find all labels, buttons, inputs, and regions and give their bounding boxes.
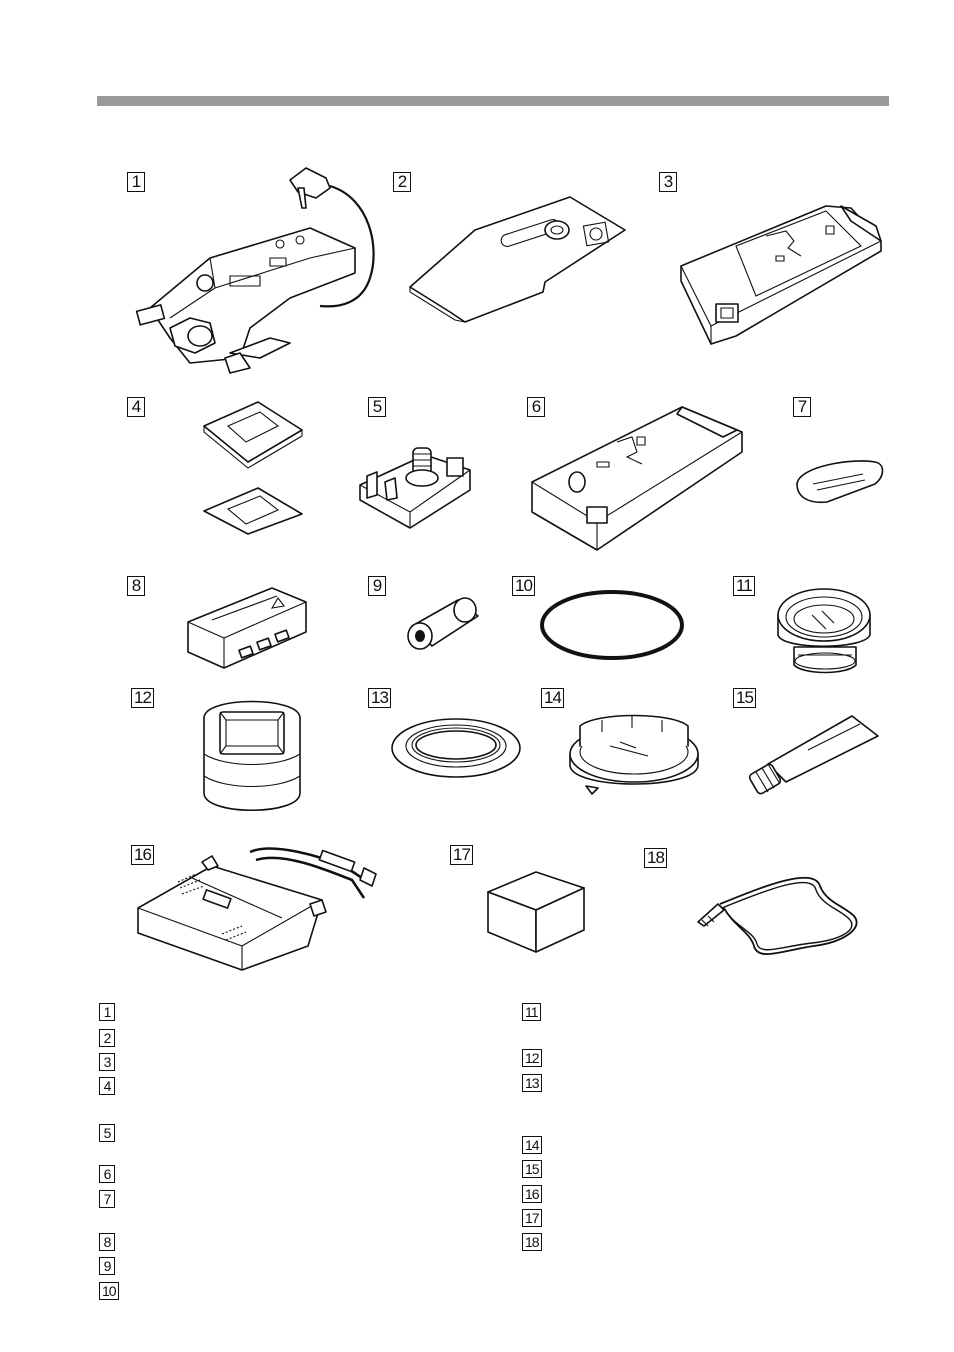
list-right-12: 12 <box>522 1049 542 1067</box>
label-16: 16 <box>131 845 154 865</box>
label-17: 17 <box>450 845 473 865</box>
label-5: 5 <box>368 397 386 417</box>
label-6: 6 <box>527 397 545 417</box>
list-left-7: 7 <box>99 1190 115 1208</box>
list-left-9: 9 <box>99 1257 115 1275</box>
part-7-slide-piece-illustration <box>793 456 888 504</box>
list-left-2: 2 <box>99 1029 115 1047</box>
part-4-pads-illustration <box>198 396 308 536</box>
list-right-15: 15 <box>522 1160 542 1178</box>
list-left-8: 8 <box>99 1233 115 1251</box>
part-5-shoe-illustration <box>355 440 480 532</box>
label-15: 15 <box>733 688 756 708</box>
list-left-4: 4 <box>99 1077 115 1095</box>
part-18-cord-illustration <box>694 866 864 964</box>
label-10: 10 <box>512 576 535 596</box>
part-10-band-illustration <box>536 588 688 666</box>
label-8: 8 <box>127 576 145 596</box>
list-right-18: 18 <box>522 1233 542 1251</box>
label-4: 4 <box>127 397 145 417</box>
label-12: 12 <box>131 688 154 708</box>
list-right-17: 17 <box>522 1209 542 1227</box>
list-right-11: 11 <box>522 1003 541 1021</box>
list-right-14: 14 <box>522 1136 542 1154</box>
list-right-16: 16 <box>522 1185 542 1203</box>
label-14: 14 <box>541 688 564 708</box>
part-11-lens-illustration <box>774 585 874 677</box>
list-left-3: 3 <box>99 1053 115 1071</box>
label-9: 9 <box>368 576 386 596</box>
part-6-large-plate-illustration <box>527 402 747 554</box>
list-left-10: 10 <box>99 1282 119 1300</box>
label-13: 13 <box>368 688 391 708</box>
list-left-6: 6 <box>99 1165 115 1183</box>
part-14-cap-illustration <box>566 708 702 800</box>
part-9-ferrite-core-illustration <box>402 594 482 654</box>
part-17-box-illustration <box>486 868 586 954</box>
list-left-1: 1 <box>99 1003 115 1021</box>
list-left-5: 5 <box>99 1124 115 1142</box>
part-8-battery-illustration <box>182 582 312 670</box>
label-3: 3 <box>659 172 677 192</box>
label-1: 1 <box>127 172 145 192</box>
list-right-13: 13 <box>522 1074 542 1092</box>
part-16-case-illustration <box>132 838 382 976</box>
part-2-plate-illustration <box>405 192 630 324</box>
part-3-base-plate-illustration <box>676 196 886 346</box>
label-2: 2 <box>393 172 411 192</box>
label-11: 11 <box>733 576 755 596</box>
header-rule <box>97 96 889 106</box>
label-7: 7 <box>793 397 811 417</box>
part-1-adaptor-illustration <box>130 158 380 383</box>
part-15-tube-illustration <box>748 712 884 796</box>
part-12-hood-illustration <box>196 688 308 820</box>
part-13-ring-illustration <box>388 715 524 781</box>
label-18: 18 <box>644 848 667 868</box>
